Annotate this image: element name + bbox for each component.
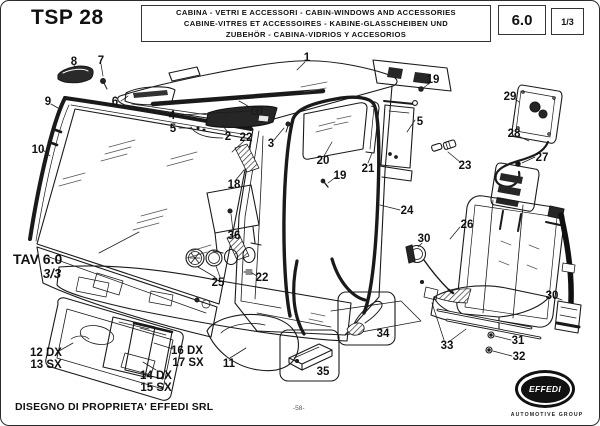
table-reference-label: TAV 6.0: [13, 251, 63, 267]
wheel-arch-cover: [206, 313, 299, 372]
seat-rails: [419, 279, 542, 340]
part-callout: 19: [427, 74, 440, 86]
part-callout: 26: [461, 219, 474, 231]
part-callout: 22: [256, 272, 269, 284]
table-reference-sheet: 3/3: [43, 265, 62, 281]
rear-window-panel: [379, 100, 418, 182]
part-callout: 10: [32, 144, 45, 156]
part-callout: 28: [508, 128, 521, 140]
part-callout: 30: [418, 233, 431, 245]
table-title-box: CABINA - VETRI E ACCESSORI - CABIN-WINDO…: [141, 5, 491, 42]
table-title-line-de-es: ZUBEHÖR - CABINA-VIDRIOS Y ACCESORIOS: [225, 30, 407, 39]
grab-handle-highlight: [62, 68, 89, 74]
part-callout: 5: [170, 123, 177, 135]
part-callout: 3: [268, 138, 274, 150]
part-callout: 4: [169, 110, 176, 122]
part-callout: 35: [317, 366, 330, 378]
page-title: TSP 28: [31, 6, 104, 29]
sheet-index-box: 1/3: [551, 8, 584, 35]
part-callout: 36: [228, 230, 241, 242]
part-callout: 2: [225, 131, 231, 143]
part-callout: 5: [417, 116, 424, 128]
grab-handle: [57, 65, 94, 84]
part-callout: 15 SX: [140, 382, 172, 394]
part-callout: 34: [377, 328, 390, 340]
property-note: DISEGNO DI PROPRIETA' EFFEDI SRL: [15, 401, 214, 413]
part-callout: 19: [334, 170, 347, 182]
part-callout: 18: [228, 179, 241, 191]
detail-box-34: [337, 291, 396, 346]
visor-bracket: [251, 106, 263, 116]
body-screw: [320, 178, 329, 188]
seat-belt: [545, 205, 582, 334]
part-callout: 31: [512, 335, 525, 347]
front-panel: [45, 297, 184, 401]
effedi-logo: EFFEDI: [515, 370, 575, 408]
part-callout: 7: [98, 55, 104, 67]
part-callout: 27: [536, 152, 549, 164]
control-unit: [511, 84, 563, 144]
part-callout: 24: [401, 205, 414, 217]
detail-box-35: [279, 329, 340, 382]
center-console: [206, 184, 262, 254]
table-title-line-fr-de: CABINE-VITRES ET ACCESSOIRES - KABINE-GL…: [183, 19, 449, 28]
visor-screw: [100, 78, 108, 90]
unit-cable: [494, 140, 550, 188]
visor-bolt: [285, 121, 291, 133]
side-window-glass: [302, 102, 368, 160]
rail-nuts: [485, 331, 495, 354]
part-callout: 8: [71, 56, 78, 68]
pillar-trim: [234, 143, 260, 173]
dashboard: [56, 265, 352, 342]
cab-lamp: [405, 244, 455, 295]
logo-core: EFFEDI: [520, 375, 570, 403]
part-callout: 11: [223, 358, 236, 370]
inner-panels: [102, 316, 174, 380]
part-callout: 14 DX: [140, 370, 172, 382]
part-callout: 13 SX: [30, 359, 62, 371]
section-code-box: 6.0: [498, 5, 546, 35]
part-callout: 1: [304, 52, 311, 64]
visor-clip: [257, 114, 270, 123]
table-title-line-it-en: CABINA - VETRI E ACCESSORI - CABIN-WINDO…: [176, 8, 456, 17]
window-fasteners: [431, 139, 457, 152]
logo-name: EFFEDI: [528, 384, 562, 394]
door-seal-strip-a: [292, 259, 306, 336]
driver-seat: [430, 195, 565, 332]
part-callout: 12 DX: [30, 347, 62, 359]
part-callout: 20: [317, 155, 330, 167]
part-callout: 16 DX: [171, 345, 203, 357]
part-callout: 25: [212, 277, 225, 289]
rear-top-panel: [372, 59, 452, 92]
air-vents: [185, 246, 256, 268]
part-callout: 17 SX: [172, 357, 204, 369]
part-callout: 21: [362, 163, 375, 175]
part-callout: 29: [504, 91, 517, 103]
part-callout: 22: [240, 132, 253, 144]
table-reference: TAV 6.0 3/3: [13, 252, 62, 280]
page-number: -58-: [293, 405, 305, 412]
part-callout: 6: [112, 96, 118, 108]
leader-lines: [41, 61, 563, 371]
part-callout: 23: [459, 160, 472, 172]
vent-screw: [243, 269, 253, 275]
part-callout: 9: [45, 96, 51, 108]
part-callout: 32: [513, 351, 526, 363]
logo-subtitle: AUTOMOTIVE GROUP: [510, 412, 584, 418]
sun-visor: [205, 105, 278, 128]
headrest: [490, 162, 540, 232]
door-seal-strip-b: [330, 257, 367, 302]
door-seal: [282, 95, 381, 318]
part-callout: 30: [546, 290, 559, 302]
storage-tray: [124, 86, 176, 106]
part-callout: 33: [441, 340, 454, 352]
